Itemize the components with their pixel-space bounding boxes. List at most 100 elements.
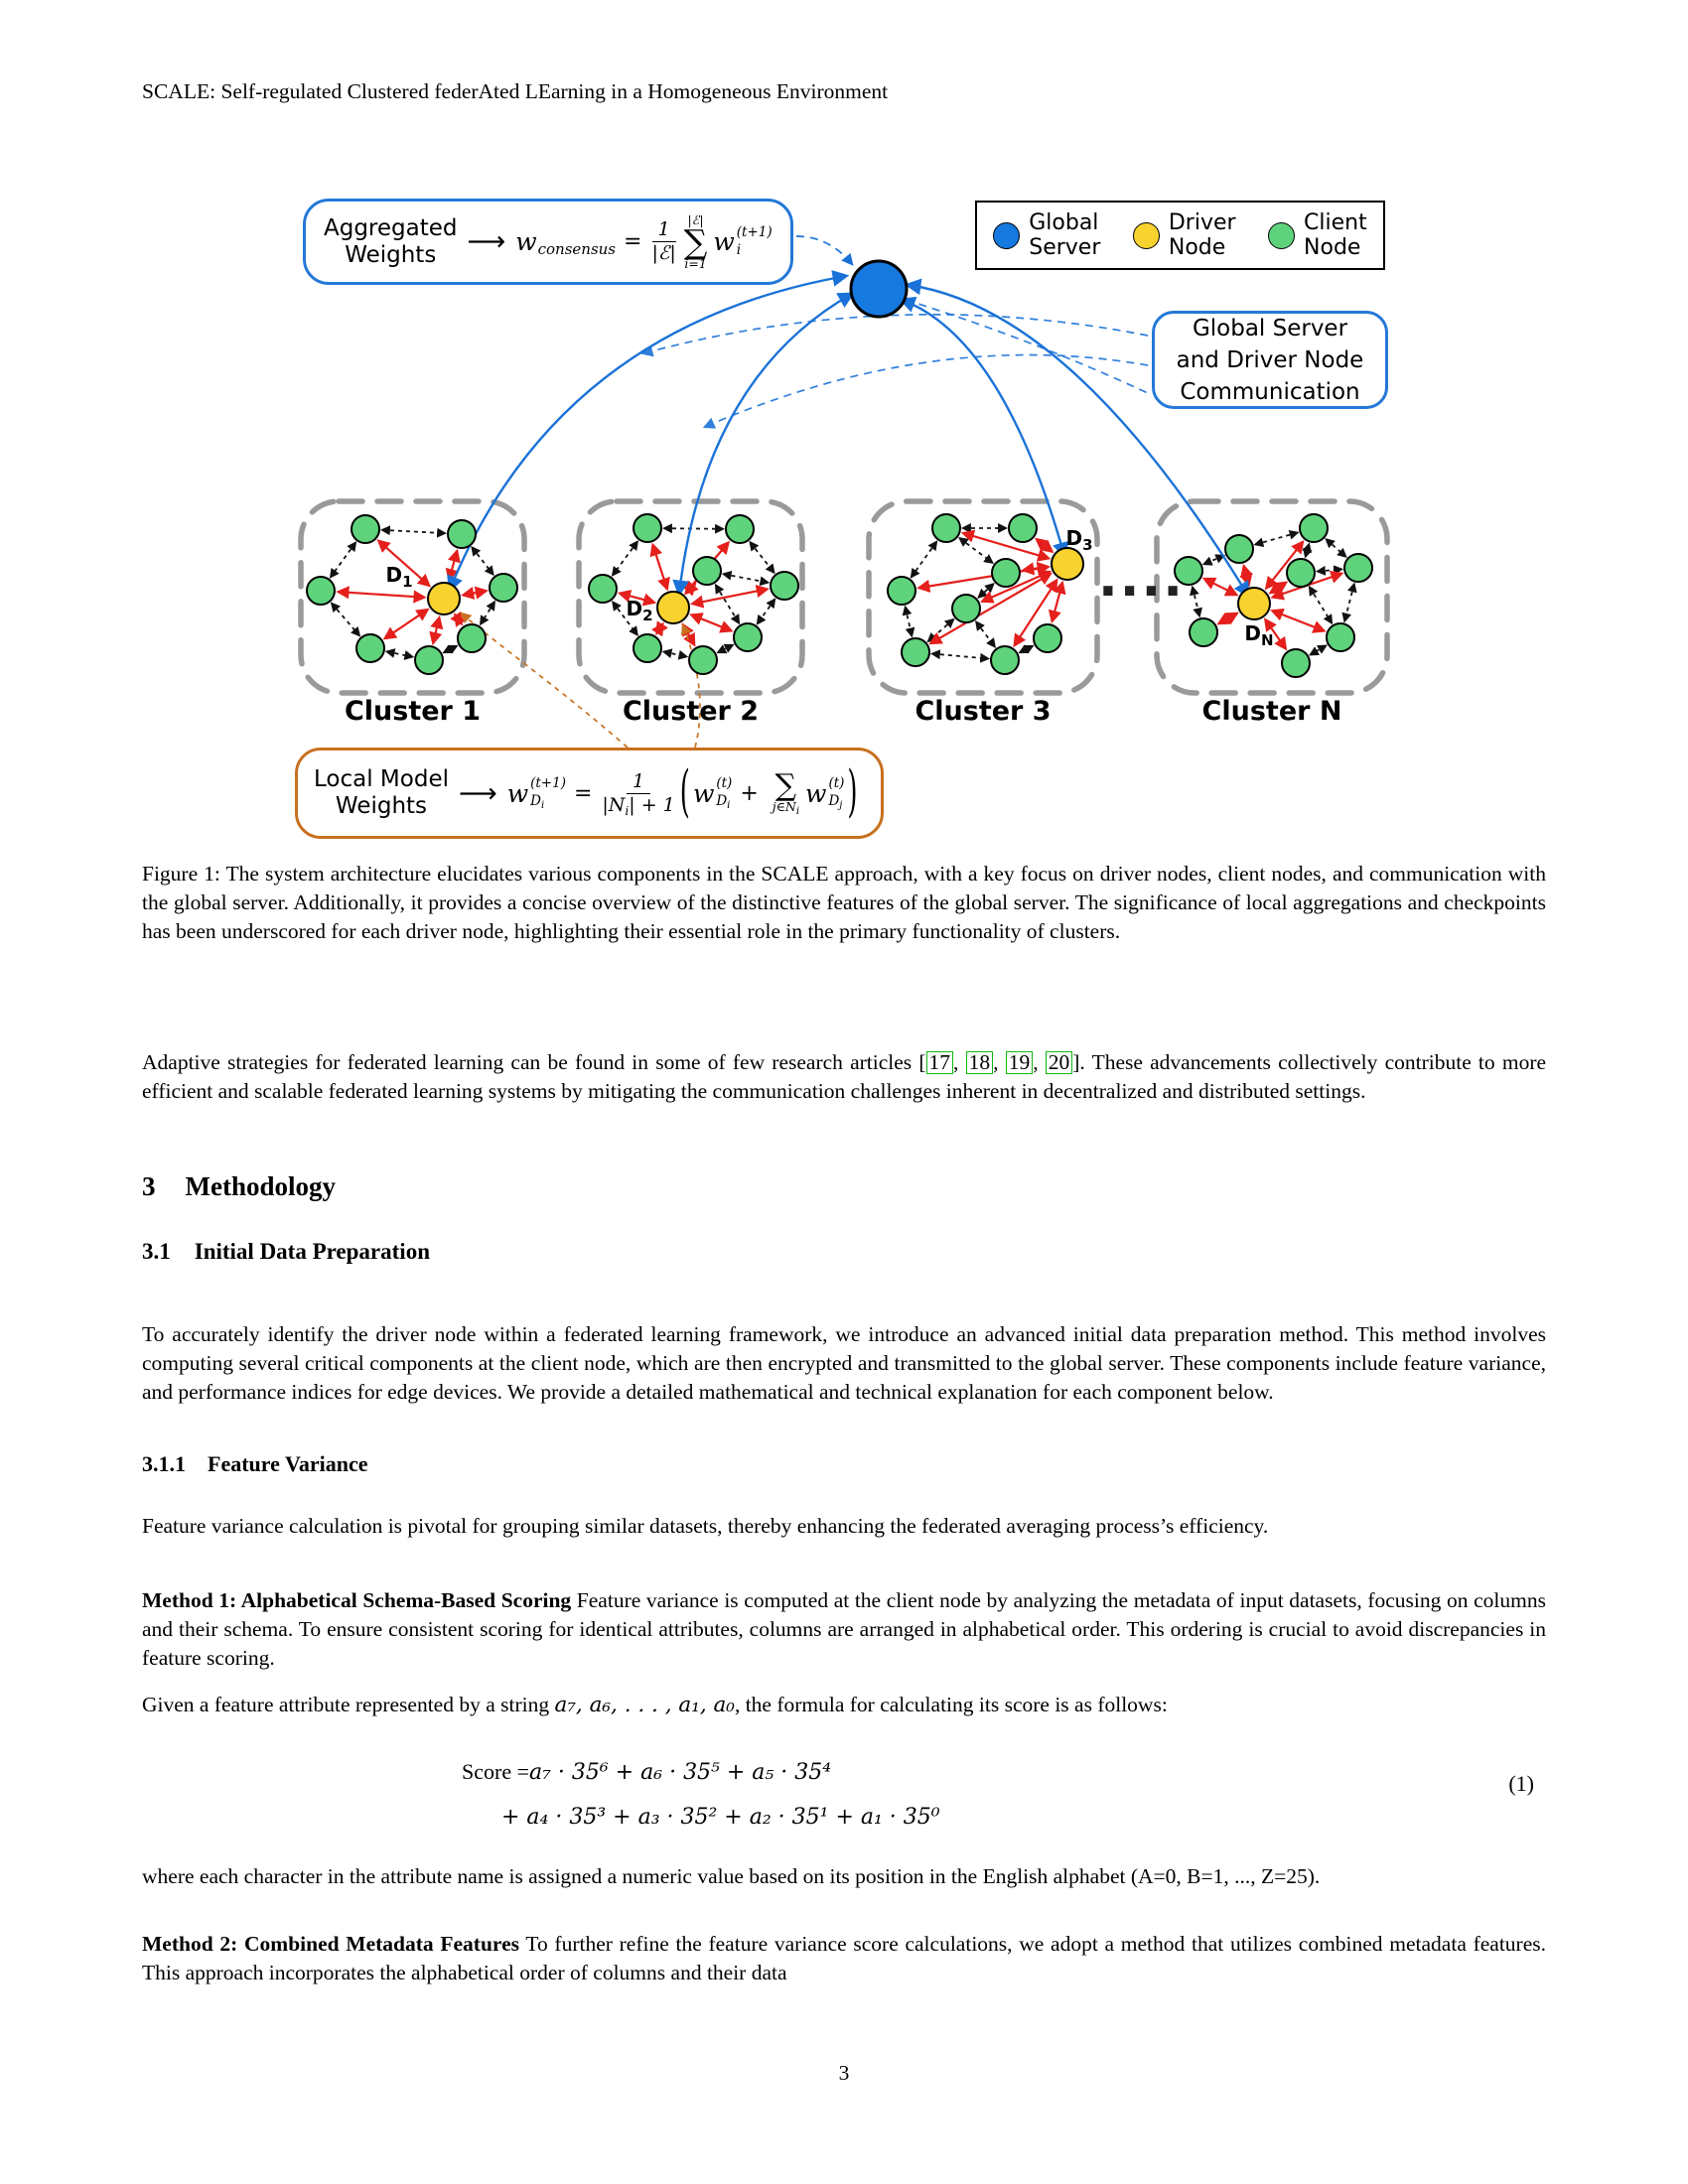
sum-upper-limit: |ℰ| bbox=[687, 211, 704, 227]
method1-heading: Method 1: Alphabetical Schema-Based Scor… bbox=[142, 1588, 572, 1612]
legend-item-driver-node: Driver Node bbox=[1132, 210, 1236, 260]
den-sub-i: i bbox=[625, 803, 630, 818]
fraction-numerator: 1 bbox=[627, 770, 651, 794]
cluster1-label: Cluster 1 bbox=[344, 696, 482, 727]
page-header: SCALE: Self-regulated Clustered federAte… bbox=[142, 79, 889, 103]
callout-line2: and Driver Node bbox=[1176, 346, 1364, 373]
global-server-swatch-icon bbox=[993, 221, 1021, 249]
math-consensus-sub: consensus bbox=[537, 239, 617, 258]
math-weight-term: w (t+1) i bbox=[713, 224, 772, 259]
svg-text:DN: DN bbox=[1244, 621, 1273, 649]
math-equals: = bbox=[573, 780, 593, 806]
citation-19[interactable]: 19 bbox=[1005, 1051, 1034, 1074]
paragraph-initial-data-preparation: To accurately identify the driver node w… bbox=[142, 1322, 1546, 1404]
math-w2: w bbox=[713, 227, 735, 256]
local-line2: Weights bbox=[335, 793, 428, 819]
inline-math: a₇, a₆, . . . , a₁, a₀ bbox=[554, 1693, 735, 1717]
math-w: w bbox=[515, 227, 537, 256]
equation-number: (1) bbox=[1508, 1771, 1534, 1796]
subscript-i: i bbox=[736, 241, 742, 258]
legend-client-node-label: Client Node bbox=[1304, 210, 1367, 260]
local-model-weights-box: Local Model Weights ⟶ w (t+1) Di = 1 |Ni… bbox=[295, 748, 884, 839]
paragraph-where-character: where each character in the attribute na… bbox=[142, 1864, 1321, 1888]
equation-line2: + a₄ · 35³ + a₃ · 35² + a₂ · 35¹ + a₁ · … bbox=[462, 1794, 1546, 1839]
superscript-t-plus-1: (t+1) bbox=[736, 223, 773, 240]
cite-separator: , bbox=[953, 1050, 966, 1074]
legend-item-client-node: Client Node bbox=[1268, 210, 1367, 260]
callout-line1: Global Server bbox=[1192, 315, 1348, 341]
paragraph-text: Given a feature attribute represented by… bbox=[142, 1693, 555, 1716]
paragraph-adaptive-strategies: Adaptive strategies for federated learni… bbox=[142, 1048, 1546, 1106]
subscript-i: i bbox=[727, 800, 731, 811]
sum-lower-limit: j∈N bbox=[772, 799, 796, 814]
legend-text: Global bbox=[1029, 210, 1099, 235]
paragraph-method-2: Method 2: Combined Metadata Features To … bbox=[142, 1930, 1546, 1987]
local-update-formula: w (t+1) Di = 1 |Ni| + 1 ( w (t) Di + ∑ j… bbox=[506, 761, 861, 826]
client-node-swatch-icon bbox=[1268, 221, 1296, 249]
den-plus-1: | + 1 bbox=[629, 793, 675, 816]
math-w: w bbox=[692, 778, 715, 808]
clusterN-label: Cluster N bbox=[1201, 696, 1342, 727]
right-paren: ) bbox=[847, 760, 858, 826]
math-fraction: 1 |Ni| + 1 bbox=[600, 770, 676, 818]
driver-node-swatch-icon bbox=[1132, 221, 1160, 249]
paragraph-text: Adaptive strategies for federated learni… bbox=[142, 1050, 926, 1074]
math-term2: w (t) Dj bbox=[805, 775, 844, 811]
section-311-heading: 3.1.1 Feature Variance bbox=[142, 1451, 1546, 1477]
legend-box: Global Server Driver Node Client Node bbox=[975, 201, 1385, 270]
callout-line3: Communication bbox=[1180, 378, 1360, 405]
server-driver-communication-callout: Global Server and Driver Node Communicat… bbox=[1152, 311, 1388, 409]
math-summation: ∑ j∈Ni bbox=[772, 770, 799, 816]
aggregated-line2: Weights bbox=[345, 241, 437, 268]
math-w: w bbox=[506, 778, 529, 808]
equation-terms: a₇ · 35⁶ + a₆ · 35⁵ + a₅ · 35⁴ bbox=[529, 1760, 832, 1785]
right-arrow-icon: ⟶ bbox=[458, 777, 497, 809]
svg-text:D3: D3 bbox=[1065, 526, 1092, 554]
cluster3-label: Cluster 3 bbox=[914, 696, 1052, 727]
local-model-weights-label: Local Model Weights bbox=[314, 766, 449, 820]
den-N: |N bbox=[602, 793, 626, 816]
equation-lhs: Score = bbox=[462, 1759, 529, 1784]
subscript-i: i bbox=[540, 800, 545, 811]
math-plus: + bbox=[740, 780, 759, 806]
subscript-D: D bbox=[530, 793, 541, 809]
legend-item-global-server: Global Server bbox=[993, 210, 1100, 260]
cite-separator: , bbox=[1033, 1050, 1046, 1074]
right-arrow-icon: ⟶ bbox=[467, 226, 506, 257]
paragraph-text: ]. These advancements collectively contr… bbox=[142, 1050, 1547, 1103]
aggregated-line1: Aggregated bbox=[324, 214, 458, 241]
left-paren: ( bbox=[679, 760, 690, 826]
equation-line1: Score =a₇ · 35⁶ + a₆ · 35⁵ + a₅ · 35⁴ bbox=[462, 1749, 1546, 1794]
cite-separator: , bbox=[993, 1050, 1006, 1074]
equation-1: Score =a₇ · 35⁶ + a₆ · 35⁵ + a₅ · 35⁴ + … bbox=[142, 1749, 1546, 1843]
citation-18[interactable]: 18 bbox=[965, 1051, 994, 1074]
section-title: Initial Data Preparation bbox=[194, 1239, 430, 1264]
legend-text: Server bbox=[1029, 235, 1101, 260]
subscript-D: D bbox=[828, 793, 840, 809]
citation-17[interactable]: 17 bbox=[925, 1051, 954, 1074]
math-summation: |ℰ| ∑ i=1 bbox=[684, 213, 708, 271]
section-31-heading: 3.1 Initial Data Preparation bbox=[142, 1239, 1546, 1265]
fraction-denominator: |Ni| + 1 bbox=[600, 793, 676, 818]
fraction-denominator: |ℰ| bbox=[651, 242, 676, 264]
paragraph-method-1: Method 1: Alphabetical Schema-Based Scor… bbox=[142, 1586, 1546, 1673]
legend-text: Driver bbox=[1168, 210, 1236, 235]
section-number: 3.1 bbox=[142, 1239, 171, 1264]
paragraph-given-attribute: Given a feature attribute represented by… bbox=[142, 1691, 1546, 1719]
figure1-caption: Figure 1: The system architecture elucid… bbox=[142, 862, 1546, 943]
svg-text:D2: D2 bbox=[626, 597, 652, 624]
paragraph-text: , the formula for calculating its score … bbox=[734, 1693, 1168, 1716]
section-title: Feature Variance bbox=[208, 1451, 368, 1476]
sum-lower-limit: i=1 bbox=[684, 256, 707, 272]
section-number: 3.1.1 bbox=[142, 1451, 186, 1476]
paragraph-text: To further refine the feature variance s… bbox=[142, 1932, 1546, 1984]
superscript: (t) bbox=[716, 775, 733, 792]
sigma-icon: ∑ bbox=[683, 221, 708, 261]
citation-20[interactable]: 20 bbox=[1045, 1051, 1073, 1074]
legend-text: Node bbox=[1168, 235, 1226, 260]
math-fraction: 1 |ℰ| bbox=[649, 218, 677, 265]
